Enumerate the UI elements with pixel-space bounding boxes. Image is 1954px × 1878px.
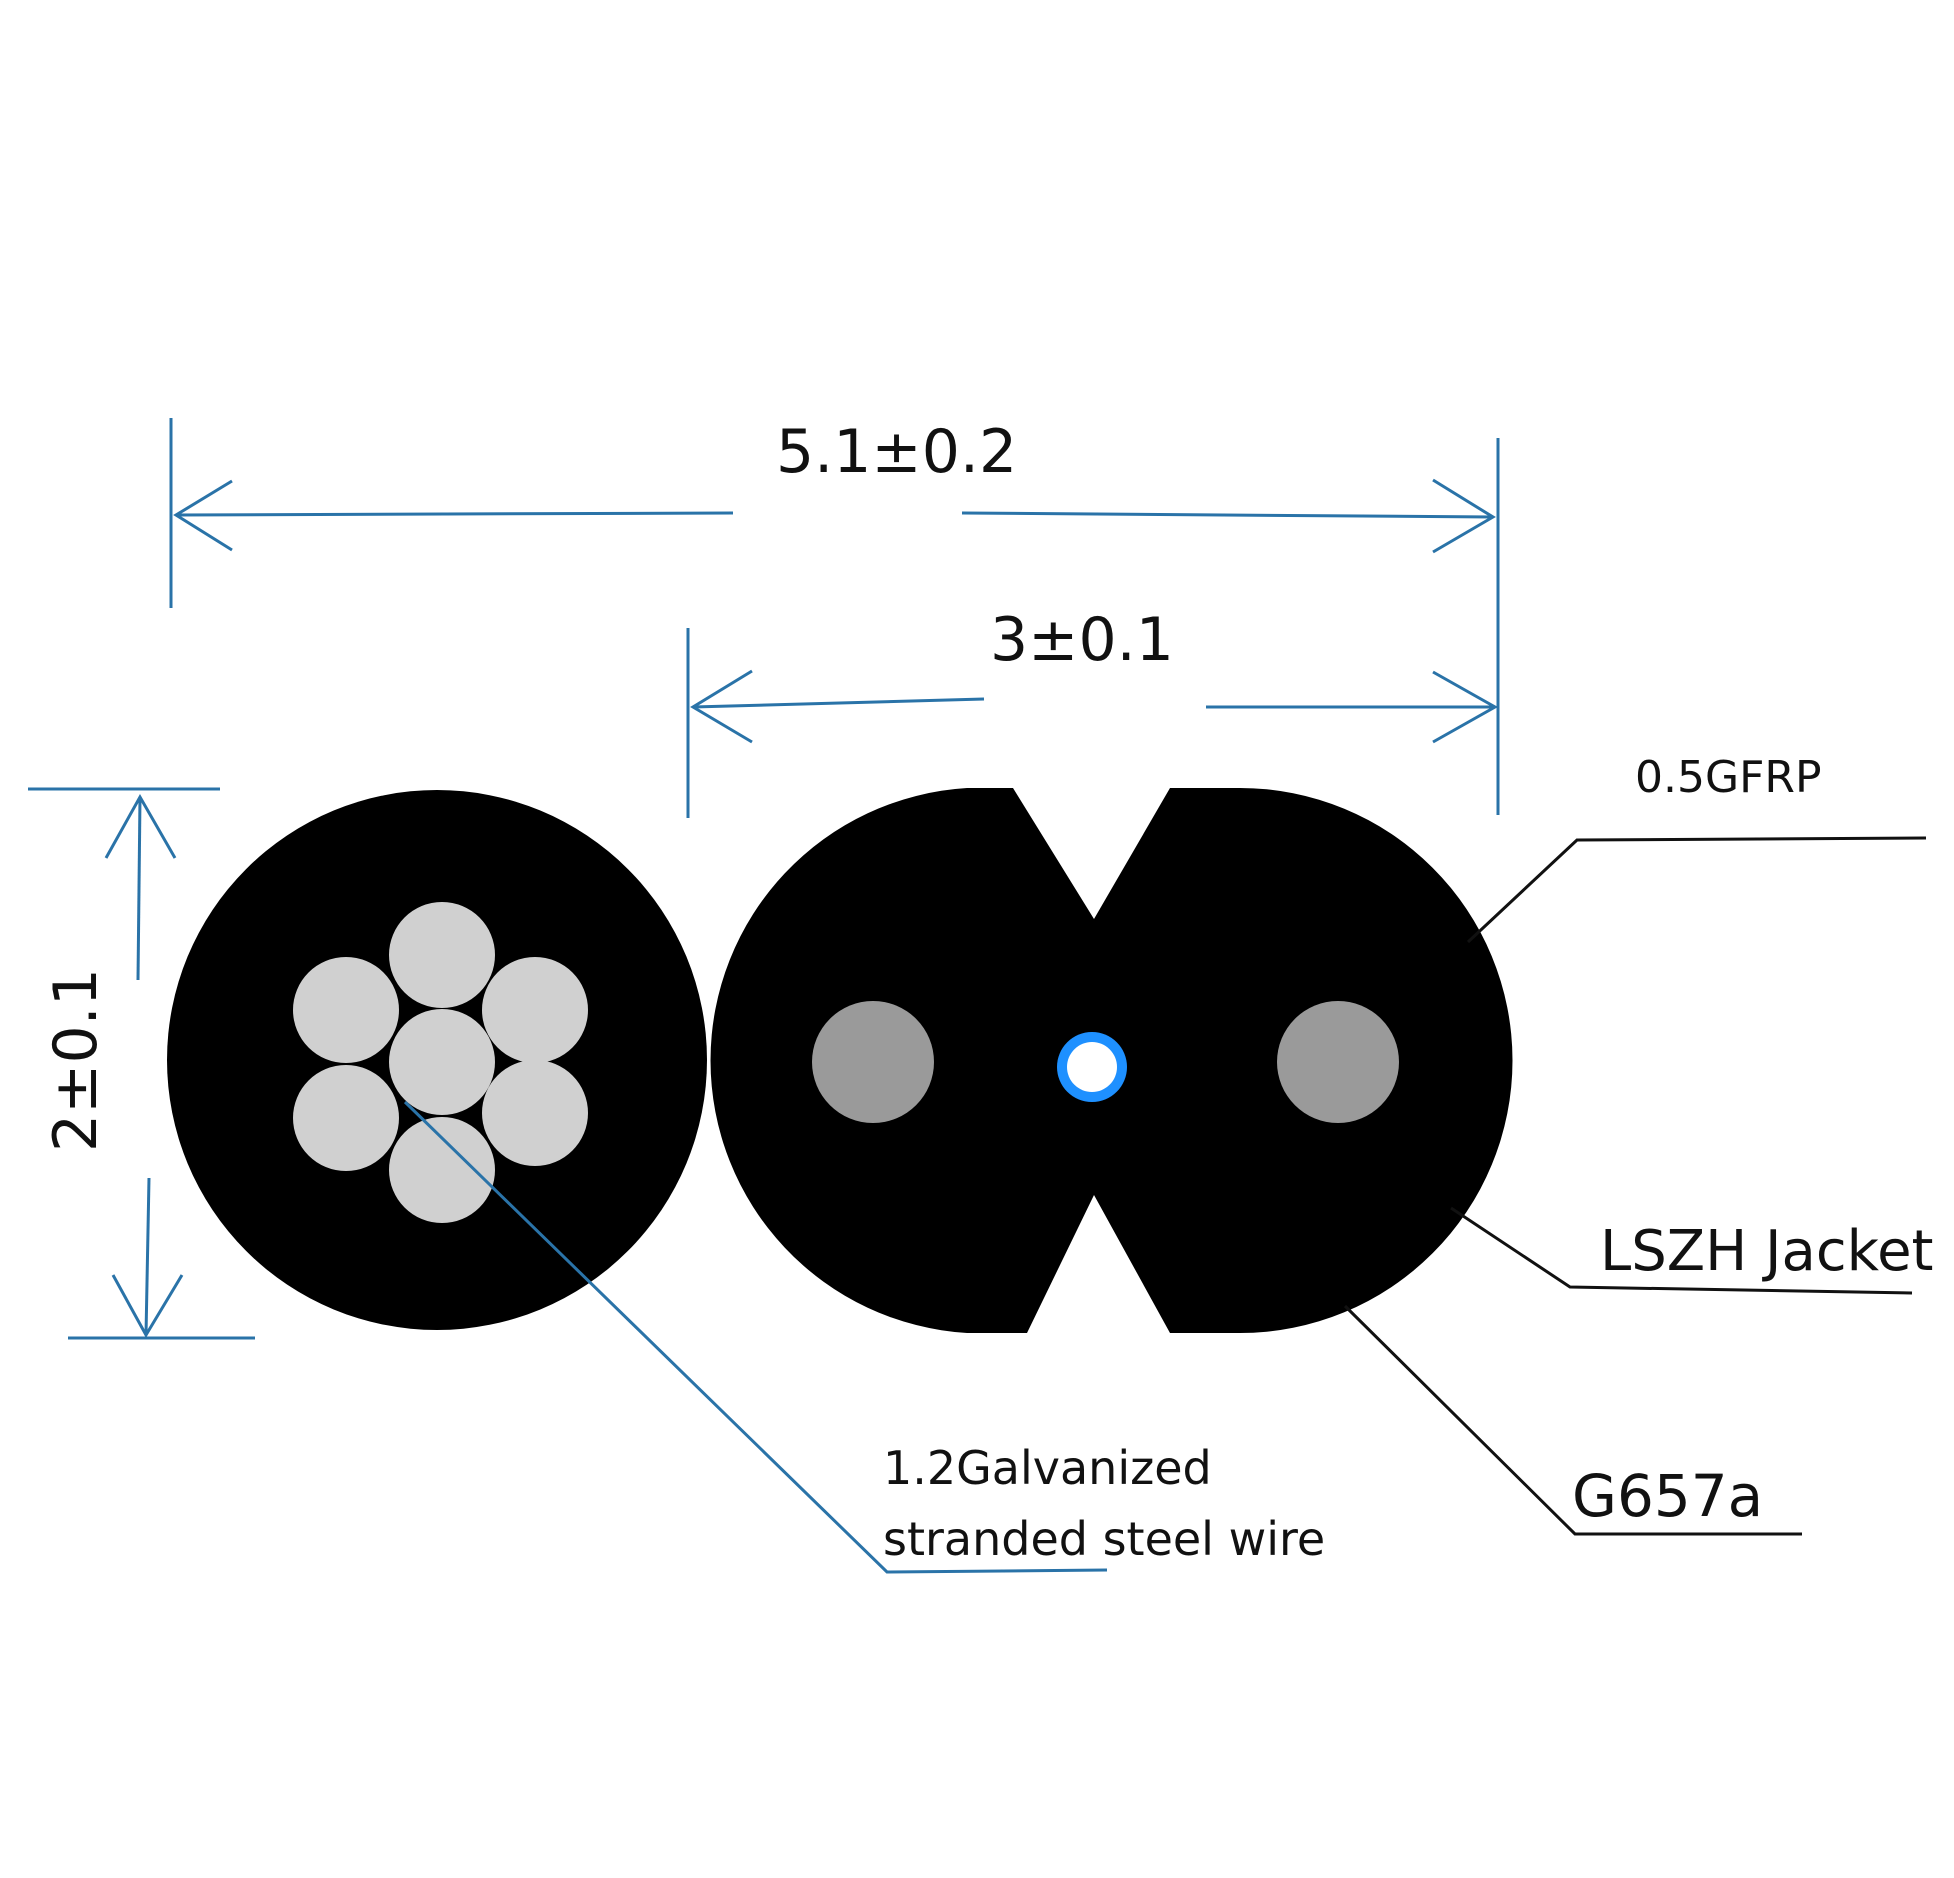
steel-wire-strand-lower-right [482, 1060, 588, 1166]
overall-width-arrow-left [173, 479, 233, 552]
cable-width-label: 3±0.1 [990, 605, 1174, 675]
height-line-top [136, 796, 142, 981]
messenger-leader [403, 1100, 1108, 1574]
steel-wire-strand-lower-left [293, 1065, 399, 1171]
gfrp-strength-member-right [1277, 1001, 1399, 1123]
messenger-unit [167, 790, 707, 1330]
steel-wire-strand-bottom [389, 1117, 495, 1223]
height-arrow-top [104, 793, 177, 859]
jacket-label: LSZH Jacket [1600, 1219, 1933, 1284]
height-arrow-bottom [111, 1274, 184, 1339]
steel-wire-strand-upper-right [482, 957, 588, 1063]
overall-width-line-left [175, 511, 734, 517]
messenger-label-line1: 1.2Galvanized [883, 1441, 1212, 1495]
leader-lines [403, 836, 1927, 1574]
cable-width-arrow-right [1432, 670, 1499, 744]
overall-width-arrow-right [1432, 478, 1496, 554]
cable-width-dimension [686, 628, 1499, 818]
steel-wire-strand-center [389, 1009, 495, 1115]
height-dimension [28, 787, 255, 1340]
overall-width-label: 5.1±0.2 [776, 417, 1017, 487]
height-label: 2±0.1 [41, 968, 111, 1152]
cable-width-line-left [692, 697, 985, 709]
g657a-fiber-core [1067, 1042, 1117, 1092]
fiber-unit [710, 788, 1513, 1333]
gfrp-strength-member-left [812, 1001, 934, 1123]
fiber-leader [1343, 1304, 1802, 1536]
overall-width-line-right [961, 511, 1494, 519]
jacket-leader [1450, 1206, 1913, 1295]
cable-width-arrow-left [690, 669, 753, 744]
steel-wire-strand-top [389, 902, 495, 1008]
gfrp-label: 0.5GFRP [1635, 752, 1821, 803]
height-line-bottom [144, 1177, 151, 1336]
messenger-label-line2: stranded steel wire [883, 1512, 1325, 1566]
steel-wire-strand-upper-left [293, 957, 399, 1063]
fiber-label: G657a [1572, 1462, 1763, 1530]
gfrp-leader [1466, 836, 1927, 944]
overall-width-dimension [169, 418, 1500, 815]
